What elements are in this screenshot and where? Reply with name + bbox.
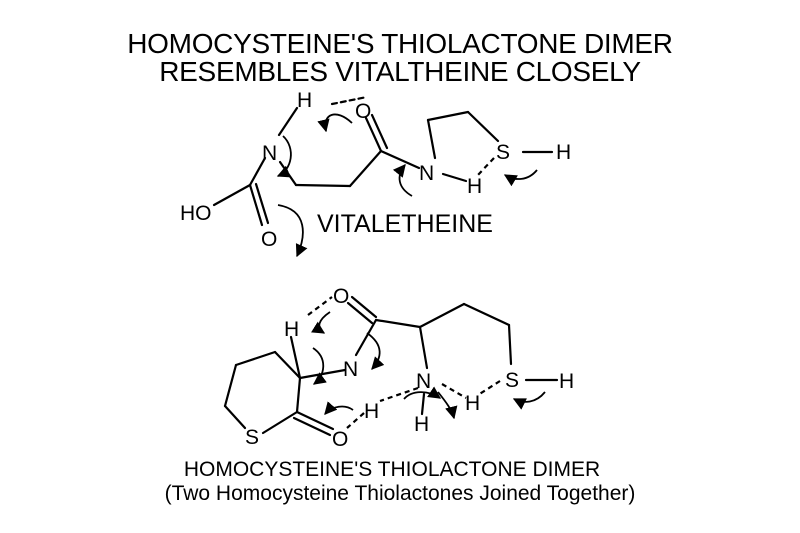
hbond-s-h-mid <box>477 380 501 396</box>
atom-h-top: H <box>297 89 312 112</box>
atom-h-alpha: H <box>284 318 299 341</box>
arrow-n-h-down <box>437 391 458 420</box>
title-line-1: HOMOCYSTEINE'S THIOLACTONE DIMER <box>127 28 673 59</box>
bond-n-h <box>441 172 468 183</box>
atom-o-top: O <box>333 285 349 308</box>
bond-n-h-bottom <box>420 392 426 416</box>
atom-s-ring: S <box>245 426 259 449</box>
hbond-ho <box>330 95 369 106</box>
bond-carbonyl-a <box>364 116 383 153</box>
arrow-s-h <box>512 391 546 410</box>
atom-o-carbonyl: O <box>355 100 371 123</box>
arrow-n-lone-pair <box>276 135 292 178</box>
ring-bond-5 <box>261 410 299 435</box>
dimer-caption-subtitle: (Two Homocysteine Thiolactones Joined To… <box>164 482 636 505</box>
ring-bond-2 <box>234 350 277 367</box>
bond-carbonyl-b <box>370 113 389 150</box>
hbond-h-o-top <box>307 296 333 316</box>
atom-n-amide: N <box>419 162 434 185</box>
hbond-s-h <box>476 157 495 177</box>
atom-h-thiol: H <box>559 370 574 393</box>
arrow-n-h-bridge <box>403 386 442 400</box>
bond-c2-c3 <box>348 149 383 188</box>
bond-c-o-ring-a <box>295 410 335 431</box>
vitaletheine-label: VITALETHEINE <box>317 210 493 238</box>
atom-h-mid: H <box>465 392 480 415</box>
bond-c1-c2 <box>294 183 352 188</box>
vitaletheine-structure: H O N N H S H HO O VITALETHEINE <box>180 89 571 258</box>
arrow-s-h <box>503 169 538 187</box>
ring-bond-4 <box>223 404 247 430</box>
ring-bond-1 <box>273 350 302 380</box>
atom-h-amine-bottom: H <box>414 413 429 436</box>
bond-ring2 <box>426 110 470 122</box>
atom-ho: HO <box>180 202 212 225</box>
bond-o-c-a <box>350 295 378 319</box>
bond-c-n <box>354 318 378 357</box>
bond-cb-cg <box>462 302 511 327</box>
bond-ca-n <box>418 325 429 370</box>
title-line-2: RESEMBLES VITALTHEINE CLOSELY <box>159 56 641 87</box>
arrow-o-to-h <box>317 113 353 133</box>
arrow-o-top <box>311 311 331 334</box>
atom-n-amide: N <box>343 358 358 381</box>
dimer-caption-title: HOMOCYSTEINE'S THIOLACTONE DIMER <box>183 458 601 481</box>
arrow-o-ring <box>324 401 354 415</box>
bond-ca-cb <box>418 302 466 329</box>
atom-o-ring: O <box>332 428 348 451</box>
atom-s-thiol: S <box>505 369 519 392</box>
bond-ccarb-o-a <box>248 183 264 227</box>
atom-s-thiol: S <box>496 141 510 164</box>
bond-ccarb-oh <box>212 183 252 207</box>
hbond-n-h-mid <box>441 383 467 399</box>
bond-h-calpha <box>289 335 302 380</box>
bond-o-c-b <box>346 301 374 325</box>
bond-n-ccarb <box>248 156 267 187</box>
bond-h-n <box>277 106 299 137</box>
arrow-transform-down <box>277 204 308 258</box>
atom-n-amine: N <box>416 370 431 393</box>
ring-bond-3 <box>223 363 238 408</box>
bond-c-ca <box>374 318 422 329</box>
dimer-structure: O H N H N H H S H S O <box>223 285 574 451</box>
bond-ring3 <box>466 110 500 143</box>
atom-n-amine: N <box>262 142 277 165</box>
arrow-carbonyl-n <box>366 332 385 370</box>
bond-cg-s <box>507 323 513 366</box>
hbond-h-o-ring <box>346 412 365 429</box>
arrow-calpha <box>312 347 327 385</box>
hbond-n-h-left <box>379 386 419 403</box>
atom-h-thiol: H <box>556 141 571 164</box>
ring-bond-6 <box>295 376 302 414</box>
atom-h-nh: H <box>364 400 379 423</box>
bond-ccarb-o-b <box>254 182 270 225</box>
atom-h-amide: H <box>467 175 482 198</box>
arrow-n-amide <box>392 164 413 197</box>
bond-c-o-ring-b <box>292 416 332 437</box>
bond-n-ring1 <box>426 118 437 160</box>
atom-o-acid: O <box>261 228 277 251</box>
bond-c-n <box>379 149 421 170</box>
